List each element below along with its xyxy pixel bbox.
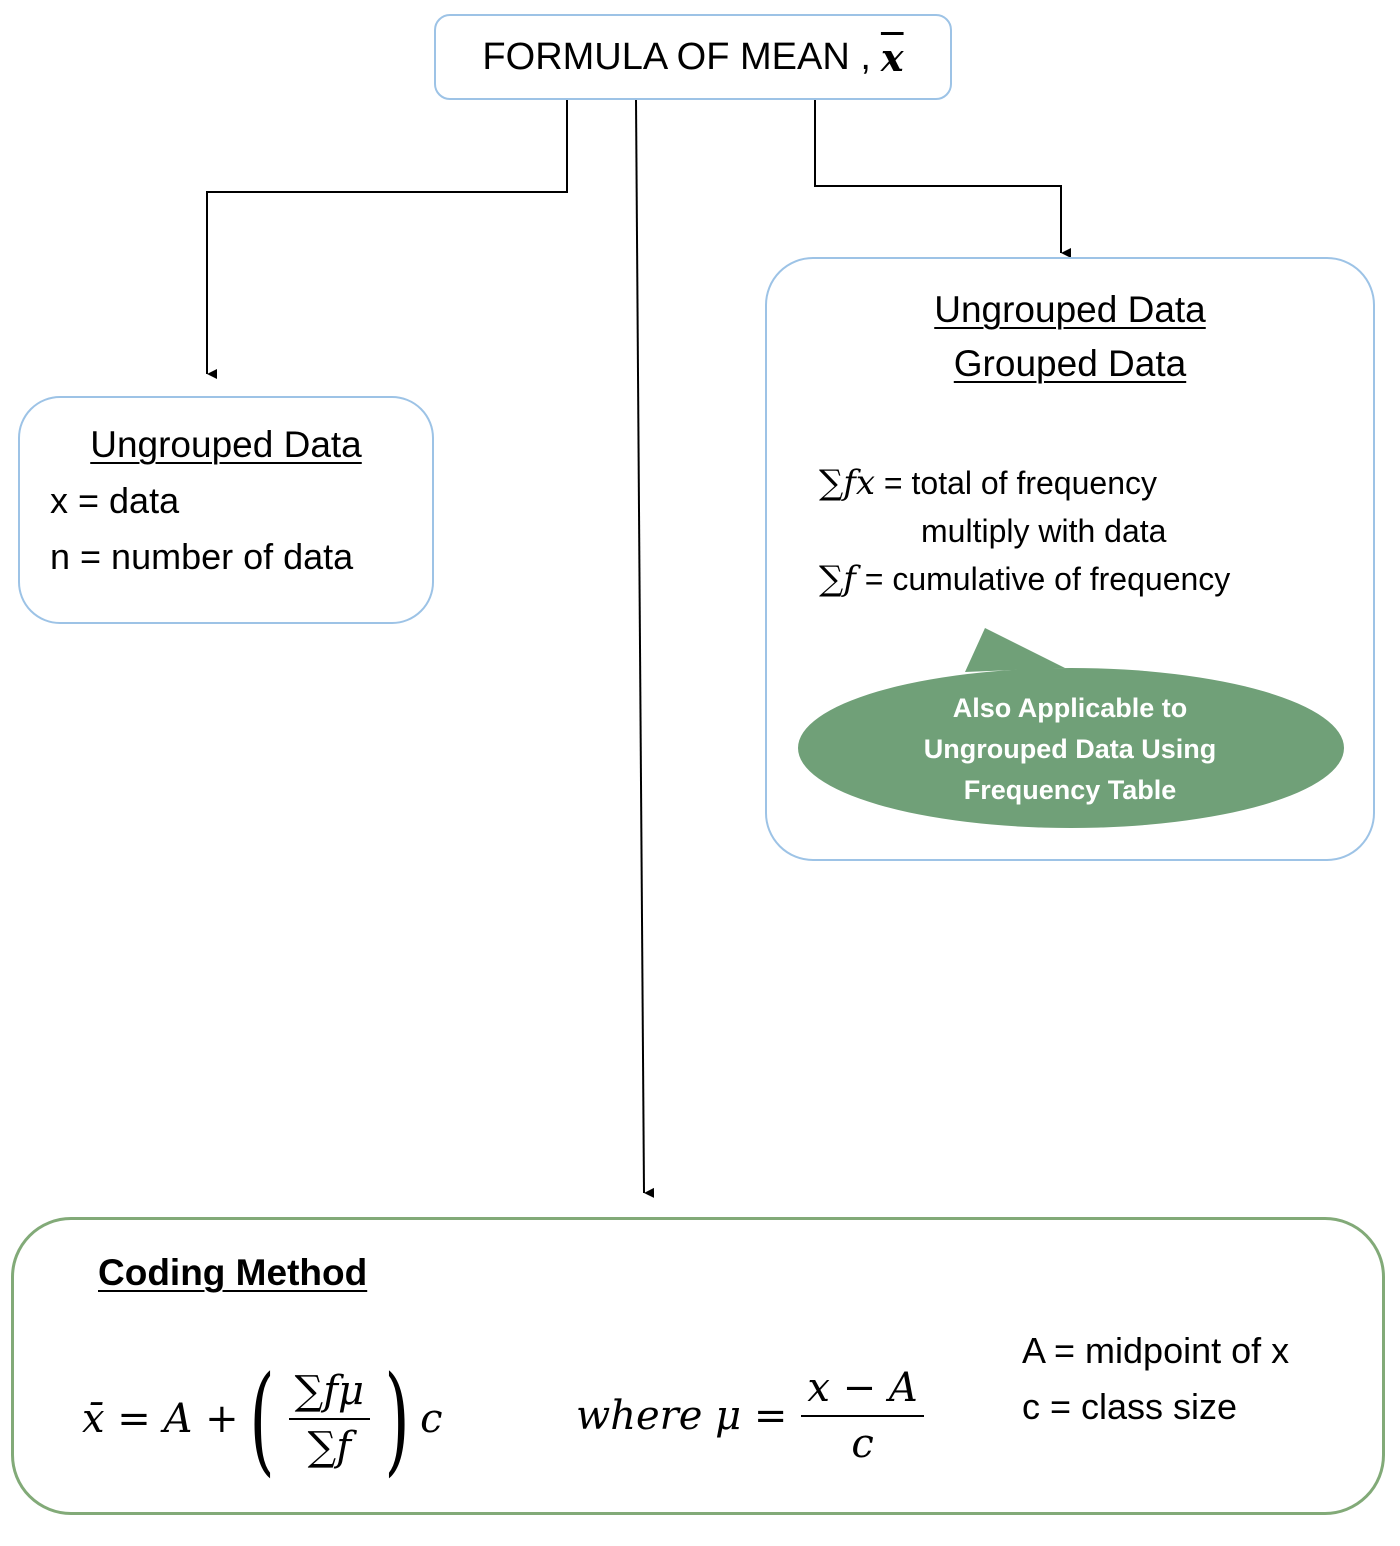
x-definition: x = data: [50, 480, 180, 521]
formula-denominator: ∑f: [307, 1424, 352, 1470]
title-box: FORMULA OF MEAN , x: [434, 14, 952, 100]
grouped-heading-1: Ungrouped Data: [934, 289, 1206, 330]
callout-bubble: [798, 628, 1344, 828]
right-paren: ): [384, 1350, 410, 1488]
where-denominator: c: [851, 1421, 874, 1467]
coding-formula: x̄ = A + ( ∑fμ ∑f ) c: [82, 1360, 442, 1478]
arrow-to-coding: [635, 99, 655, 1198]
sum-f-text: = cumulative of frequency: [864, 561, 1231, 597]
a-definition: A = midpoint of x: [1022, 1330, 1290, 1371]
formula-numerator: ∑fμ: [288, 1368, 371, 1420]
n-definition: n = number of data: [50, 536, 354, 577]
callout-line-3: Frequency Table: [963, 775, 1177, 805]
title-text: FORMULA OF MEAN ,: [482, 35, 871, 78]
left-paren: (: [248, 1350, 275, 1488]
sum-f-definition: ∑f = cumulative of frequency: [819, 559, 1230, 599]
sum-f-symbol: ∑f: [819, 559, 856, 599]
sum-fx-definition: ∑fx = total of frequency: [819, 463, 1157, 503]
arrow-to-grouped: [814, 100, 1071, 258]
coding-method-box: Coding Method x̄ = A + ( ∑fμ ∑f ) c wher…: [11, 1217, 1385, 1515]
c-definition: c = class size: [1022, 1386, 1238, 1427]
where-prefix: where μ =: [576, 1393, 788, 1439]
ungrouped-data-box: Ungrouped Data x = data n = number of da…: [18, 396, 434, 624]
grouped-heading-2: Grouped Data: [953, 343, 1187, 384]
callout-line-1: Also Applicable to: [952, 693, 1188, 723]
callout-text: Also Applicable to Ungrouped Data Using …: [870, 688, 1270, 811]
arrow-to-ungrouped: [206, 100, 568, 379]
where-formula: where μ = x − A c: [576, 1365, 928, 1467]
formula-fraction: ∑fμ ∑f: [288, 1368, 371, 1470]
sum-fx-text: = total of frequency: [883, 465, 1157, 501]
sum-fx-symbol: ∑fx: [819, 463, 876, 503]
formula-factor: c: [420, 1396, 443, 1442]
callout-line-2: Ungrouped Data Using: [923, 734, 1217, 764]
ungrouped-heading: Ungrouped Data: [90, 424, 362, 465]
sum-fx-continuation: multiply with data: [921, 513, 1167, 549]
mean-symbol: x: [880, 34, 904, 80]
where-fraction: x − A c: [801, 1365, 924, 1467]
where-numerator: x − A: [801, 1365, 924, 1417]
coding-heading: Coding Method: [98, 1252, 368, 1293]
formula-lhs: x̄ = A +: [82, 1396, 239, 1442]
